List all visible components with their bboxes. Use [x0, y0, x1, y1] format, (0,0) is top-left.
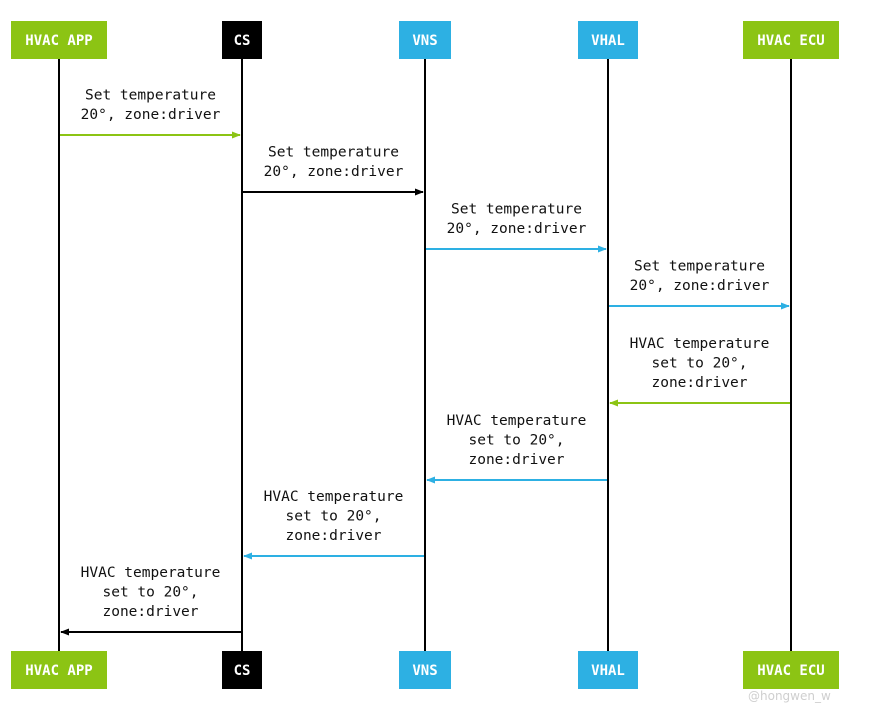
participant-box	[399, 651, 451, 689]
participant-top-vns: VNS	[399, 21, 451, 59]
message-label-line: Set temperature	[268, 145, 399, 161]
message-7: HVAC temperature set to 20°, zone:driver	[243, 489, 424, 560]
watermark-text: @hongwen_w	[748, 689, 831, 703]
participant-box	[743, 21, 839, 59]
message-label-line: zone:driver	[468, 452, 564, 468]
message-label-line: zone:driver	[285, 528, 381, 544]
participant-box	[222, 21, 262, 59]
message-label-line: set to 20°,	[651, 356, 747, 372]
message-label-line: Set temperature	[85, 88, 216, 104]
message-label-line: HVAC temperature	[447, 413, 587, 429]
participant-label: HVAC APP	[25, 663, 92, 679]
participant-box	[222, 651, 262, 689]
message-label-line: set to 20°,	[468, 433, 564, 449]
message-label-line: set to 20°,	[285, 509, 381, 525]
participant-box	[11, 651, 107, 689]
participant-box	[578, 651, 638, 689]
participant-label: VNS	[412, 33, 437, 49]
message-6: HVAC temperature set to 20°, zone:driver	[426, 413, 607, 484]
participant-label: CS	[234, 663, 251, 679]
participant-label: HVAC APP	[25, 33, 92, 49]
participant-label: HVAC ECU	[757, 33, 824, 49]
message-3: Set temperature 20°, zone:driver	[426, 202, 607, 253]
message-4: Set temperature 20°, zone:driver	[609, 259, 790, 310]
bottom-participant-row: HVAC APP CS VNS VHAL HVAC ECU	[11, 651, 839, 689]
participant-top-vhal: VHAL	[578, 21, 638, 59]
top-participant-row: HVAC APP CS VNS VHAL HVAC ECU	[11, 21, 839, 59]
message-8: HVAC temperature set to 20°, zone:driver	[60, 565, 241, 636]
participant-bottom-vns: VNS	[399, 651, 451, 689]
participant-bottom-hvac-ecu: HVAC ECU	[743, 651, 839, 689]
participant-bottom-hvac-app: HVAC APP	[11, 651, 107, 689]
message-label-line: 20°, zone:driver	[81, 107, 221, 123]
message-1: Set temperature 20°, zone:driver	[60, 88, 241, 139]
participant-label: VHAL	[591, 663, 625, 679]
participant-box	[578, 21, 638, 59]
participant-bottom-cs: CS	[222, 651, 262, 689]
message-2: Set temperature 20°, zone:driver	[243, 145, 424, 196]
message-label-line: 20°, zone:driver	[264, 164, 404, 180]
participant-label: HVAC ECU	[757, 663, 824, 679]
message-5: HVAC temperature set to 20°, zone:driver	[609, 336, 790, 407]
participant-label: VHAL	[591, 33, 625, 49]
participant-top-hvac-ecu: HVAC ECU	[743, 21, 839, 59]
participant-top-cs: CS	[222, 21, 262, 59]
participant-box	[743, 651, 839, 689]
message-label-line: Set temperature	[451, 202, 582, 218]
message-label-line: zone:driver	[651, 375, 747, 391]
lifelines	[58, 59, 792, 651]
participant-box	[11, 21, 107, 59]
message-label-line: 20°, zone:driver	[447, 221, 587, 237]
message-label-line: set to 20°,	[102, 585, 198, 601]
message-label-line: HVAC temperature	[264, 489, 404, 505]
participant-top-hvac-app: HVAC APP	[11, 21, 107, 59]
message-label-line: Set temperature	[634, 259, 765, 275]
participant-bottom-vhal: VHAL	[578, 651, 638, 689]
message-label-line: 20°, zone:driver	[630, 278, 770, 294]
message-label-line: HVAC temperature	[81, 565, 221, 581]
participant-label: CS	[234, 33, 251, 49]
message-label-line: HVAC temperature	[630, 336, 770, 352]
participant-box	[399, 21, 451, 59]
participant-label: VNS	[412, 663, 437, 679]
message-label-line: zone:driver	[102, 604, 198, 620]
